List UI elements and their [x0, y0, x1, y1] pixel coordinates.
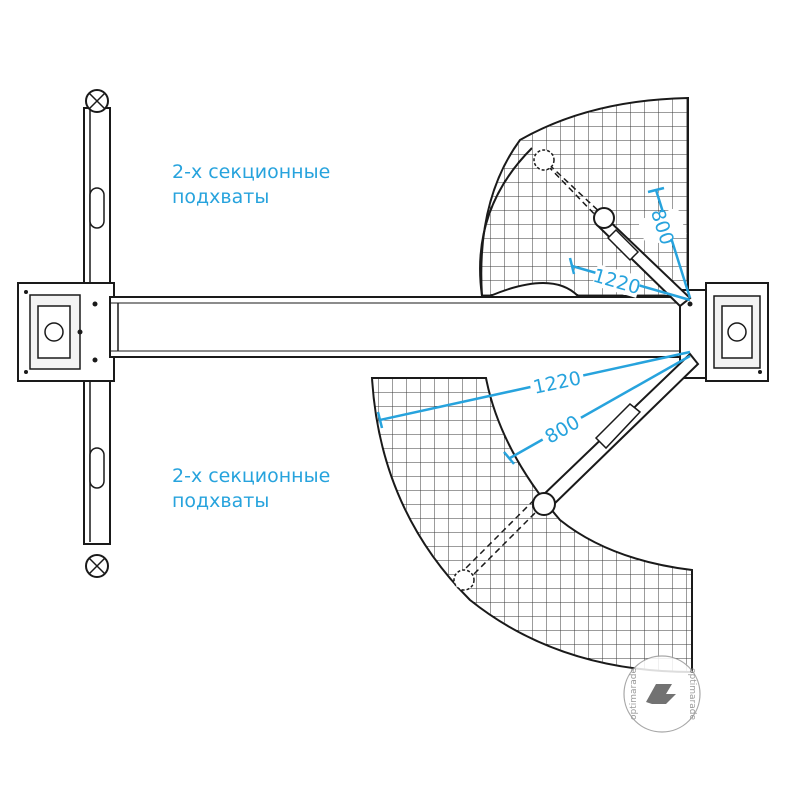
lower-long-dimension: 1220: [531, 367, 583, 399]
lower-pad-icon: [532, 492, 556, 516]
upper-pad-icon: [593, 207, 615, 229]
top-label-line-2: подхваты: [172, 186, 269, 208]
lower-reach-sector: [370, 377, 693, 674]
upper-lift-arm: [533, 149, 692, 308]
watermark-text-right: optimarade: [687, 668, 697, 720]
top-label-line-1: 2-х секционные: [172, 161, 330, 183]
top-arm-label: 2-х секционные подхваты: [172, 161, 330, 208]
upper-pad-extended-icon: [533, 149, 555, 171]
bottom-label-line-2: подхваты: [172, 490, 269, 512]
watermark-logo: optimarade optimarade: [623, 655, 701, 733]
watermark-text-left: optimarade: [629, 668, 639, 720]
bottom-arm-label: 2-х секционные подхваты: [172, 465, 330, 512]
right-column: [679, 282, 769, 382]
lower-lift-arm: [453, 352, 700, 591]
overhead-beam: [109, 296, 681, 358]
bottom-label-line-1: 2-х секционные: [172, 465, 330, 487]
left-column: [17, 89, 115, 578]
lower-pad-extended-icon: [453, 569, 475, 591]
